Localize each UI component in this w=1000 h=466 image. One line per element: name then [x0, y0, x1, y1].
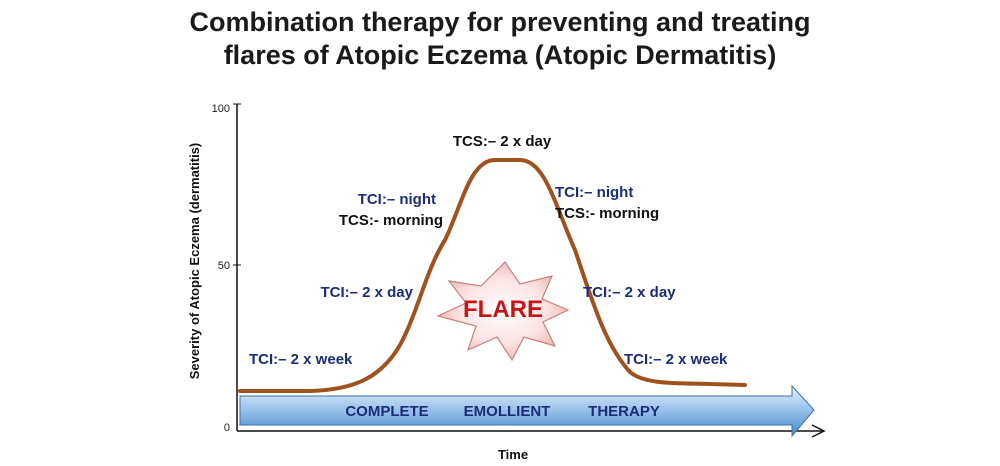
- label-right-tci-night: TCI:– night: [555, 184, 633, 201]
- diagram-title-line-1: Combination therapy for preventing and t…: [189, 7, 811, 37]
- label-left-tci-2xweek: TCI:– 2 x week: [249, 351, 353, 368]
- therapy-word-emollient: EMOLLIENT: [464, 403, 551, 420]
- y-tick-label-100: 100: [212, 103, 230, 115]
- therapy-word-complete: COMPLETE: [345, 403, 428, 420]
- x-axis-arrowhead: [811, 424, 826, 438]
- therapy-word-therapy: THERAPY: [588, 403, 660, 420]
- y-tick-label-50: 50: [218, 260, 230, 272]
- label-left-tci-night: TCI:– night: [358, 191, 436, 208]
- label-right-tci-2xday: TCI:– 2 x day: [583, 284, 676, 301]
- label-right-tci-2xweek: TCI:– 2 x week: [624, 351, 728, 368]
- flare-starburst: [436, 261, 570, 362]
- flare-label: FLARE: [463, 296, 543, 323]
- label-left-tcs-morning: TCS:- morning: [339, 212, 443, 229]
- emollient-therapy-arrow: [239, 384, 815, 438]
- label-tcs-peak: TCS:– 2 x day: [453, 133, 552, 150]
- y-axis-label: Severity of Atopic Eczema (dermatitis): [187, 143, 202, 379]
- label-left-tci-2xday: TCI:– 2 x day: [320, 284, 413, 301]
- y-tick-label-0: 0: [224, 422, 230, 434]
- diagram-title-line-2: flares of Atopic Eczema (Atopic Dermatit…: [223, 40, 777, 70]
- severity-curve: [238, 158, 747, 393]
- label-right-tcs-morning: TCS:- morning: [555, 205, 659, 222]
- x-axis-label: Time: [498, 447, 528, 462]
